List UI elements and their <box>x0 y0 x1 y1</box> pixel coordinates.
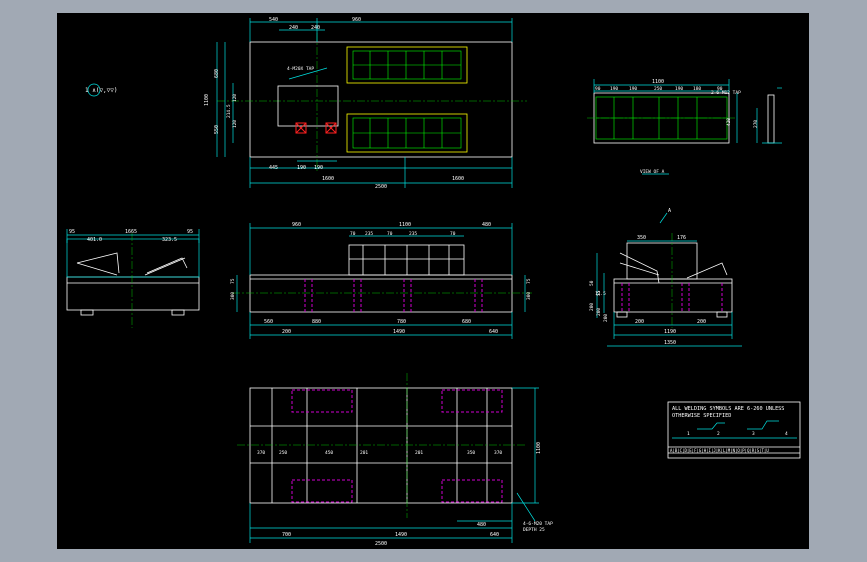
front-b1-880: 880 <box>312 319 321 325</box>
front-dim-960: 960 <box>292 222 301 228</box>
front-b1-780: 780 <box>397 319 406 325</box>
view-a-dim-250: 250 <box>654 86 662 92</box>
right-dim-200a: 200 <box>589 303 595 311</box>
view-a-dim-270: 270 <box>753 120 759 128</box>
plan-right-1100: 1100 <box>536 442 542 454</box>
front-sub-235b: 235 <box>409 231 417 237</box>
dim-left-120a: 120 <box>232 94 238 102</box>
welding-notes: ALL WELDING SYMBOLS ARE 6-260 UNLESS OTH… <box>667 401 801 459</box>
dim-top-960: 960 <box>352 17 361 23</box>
right-side-view: 350 176 50 55 200 200 200 200 200 1190 1… <box>589 208 742 347</box>
view-a-dim-190a: 190 <box>610 86 618 92</box>
dim-bottom-2500: 2500 <box>375 184 387 190</box>
notes-line-2: OTHERWISE SPECIFIED <box>672 413 731 419</box>
dim-bottom-190b: 190 <box>314 165 323 171</box>
plan-b-700: 700 <box>282 532 291 538</box>
right-dim-200b: 200 <box>596 308 602 316</box>
front-b1-680: 680 <box>462 319 471 325</box>
surface-roughness-symbol: 1 ∧(▽,▽▽) <box>85 83 118 97</box>
right-dim-55: 55 <box>596 290 602 296</box>
view-a-dim-90a: 90 <box>595 86 601 92</box>
notes-table-row: A|B|C|D|E|F|G|H|I|J|K|L|M|N|O|P|Q|R|S|T|… <box>670 448 769 453</box>
plan-b-1490: 1490 <box>395 532 407 538</box>
left-dim-401: 401.0 <box>87 237 102 243</box>
front-sub-70b: 70 <box>387 231 393 237</box>
top-view: 540 960 240 240 1100 680 550 214.5 120 1… <box>204 17 527 190</box>
view-a-dim-90b: 90 <box>717 86 723 92</box>
dim-top-240a: 240 <box>289 25 298 31</box>
front-right-75: 75 <box>526 278 532 284</box>
view-a-dim-180: 180 <box>693 86 701 92</box>
plan-b-2500: 2500 <box>375 541 387 547</box>
front-right-300: 300 <box>526 292 532 300</box>
front-left-300: 300 <box>230 292 236 300</box>
view-a-dim-1100: 1100 <box>652 79 664 85</box>
left-dim-95a: 95 <box>69 229 75 235</box>
dim-bottom-1600b: 1600 <box>452 176 464 182</box>
right-dim-50: 50 <box>589 280 595 286</box>
front-sub-70c: 70 <box>450 231 456 237</box>
view-a-dim-190c: 190 <box>675 86 683 92</box>
front-b1-560: 560 <box>264 319 273 325</box>
dim-left-214: 214.5 <box>226 104 232 118</box>
view-a: 1100 90 190 190 250 190 180 90 2-6-M12 T… <box>587 79 782 175</box>
dim-top-540: 540 <box>269 17 278 23</box>
right-angle: 12.5 <box>595 291 606 297</box>
plan-tap-note: 4-6-M20 TAP <box>523 521 553 527</box>
surface-symbol-text: 1 ∧(▽,▽▽) <box>85 87 118 94</box>
right-b-1350: 1350 <box>664 340 676 346</box>
tap-note-top: 4-M20X TAP <box>287 66 314 72</box>
weld-2: 2 <box>717 431 720 437</box>
front-left-75: 75 <box>230 278 236 284</box>
dim-bottom-445: 445 <box>269 165 278 171</box>
plan-view: 370 250 450 201 201 350 370 1100 700 149… <box>237 373 553 547</box>
right-dim-350: 350 <box>637 235 646 241</box>
plan-inner-201a: 201 <box>360 450 368 456</box>
plan-b-480: 480 <box>477 522 486 528</box>
front-sub-235a: 235 <box>365 231 373 237</box>
plan-inner-370a: 370 <box>257 450 265 456</box>
view-a-dim-190b: 190 <box>629 86 637 92</box>
right-b-1190: 1190 <box>664 329 676 335</box>
front-b2-640: 640 <box>489 329 498 335</box>
weld-4: 4 <box>785 431 788 437</box>
drawing-sheet: 540 960 240 240 1100 680 550 214.5 120 1… <box>66 17 801 547</box>
weld-3: 3 <box>752 431 755 437</box>
front-sub-70a: 70 <box>350 231 356 237</box>
cad-drawing-viewport[interactable]: 540 960 240 240 1100 680 550 214.5 120 1… <box>57 13 809 549</box>
plan-b-640: 640 <box>490 532 499 538</box>
plan-inner-250: 250 <box>279 450 287 456</box>
plan-inner-350: 350 <box>467 450 475 456</box>
view-a-dim-420: 420 <box>726 118 732 126</box>
dim-left-550: 550 <box>214 125 220 134</box>
left-dim-323: 323.5 <box>162 237 177 243</box>
right-b-200b: 200 <box>697 319 706 325</box>
weld-1: 1 <box>687 431 690 437</box>
dim-bottom-190a: 190 <box>297 165 306 171</box>
left-dim-1665: 1665 <box>125 229 137 235</box>
view-a-caption: VIEW OF A <box>640 169 665 175</box>
left-dim-95b: 95 <box>187 229 193 235</box>
front-dim-480: 480 <box>482 222 491 228</box>
plan-inner-450: 450 <box>325 450 333 456</box>
front-b2-1490: 1490 <box>393 329 405 335</box>
dim-top-240b: 240 <box>311 25 320 31</box>
left-side-view: 95 1665 95 401.0 323.5 <box>66 229 200 328</box>
notes-line-1: ALL WELDING SYMBOLS ARE 6-260 UNLESS <box>672 406 784 412</box>
dim-bottom-1600a: 1600 <box>322 176 334 182</box>
dim-left-680: 680 <box>214 69 220 78</box>
right-dim-200c: 200 <box>603 314 609 322</box>
dim-left-120b: 120 <box>232 120 238 128</box>
front-b2-200: 200 <box>282 329 291 335</box>
right-arrow-label: A <box>668 208 671 214</box>
view-a-tap-note: 2-6-M12 TAP <box>711 90 741 96</box>
dim-left-1100: 1100 <box>204 94 210 106</box>
front-view: 960 1100 480 70 235 70 235 70 75 300 75 … <box>230 222 532 339</box>
right-dim-176: 176 <box>677 235 686 241</box>
plan-inner-370b: 370 <box>494 450 502 456</box>
right-b-200a: 200 <box>635 319 644 325</box>
plan-tap-note-2: DEPTH 25 <box>523 527 545 533</box>
plan-inner-201b: 201 <box>415 450 423 456</box>
front-dim-1100: 1100 <box>399 222 411 228</box>
